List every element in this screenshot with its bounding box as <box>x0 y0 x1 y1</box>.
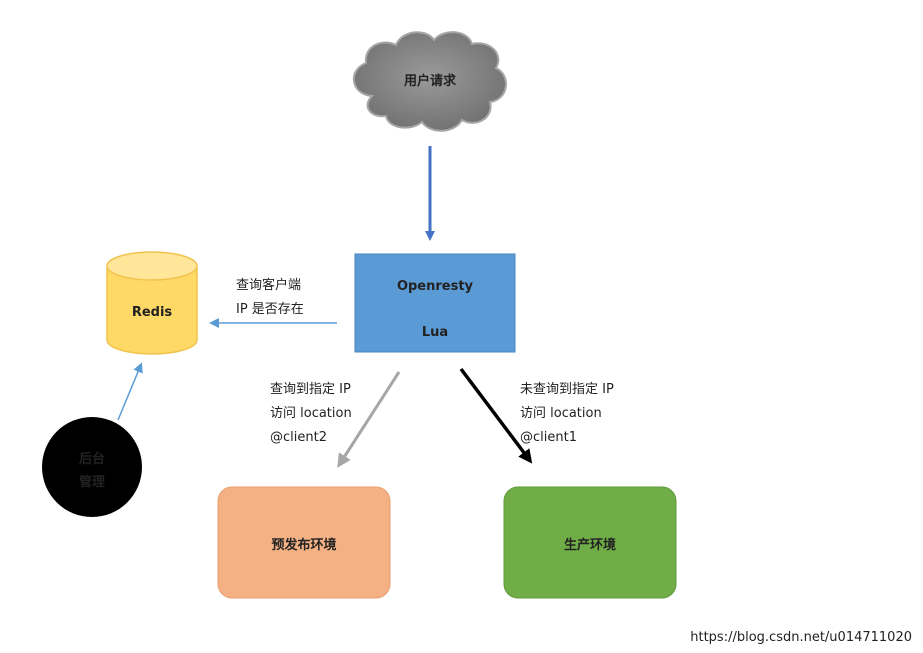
redis-cylinder-body <box>106 265 198 355</box>
cloud-shape <box>352 31 507 132</box>
cloud-label: 用户请求 <box>403 73 457 89</box>
watermark: https://blog.csdn.net/u014711020 <box>690 630 912 645</box>
query-label-line1: 查询客户端 <box>236 277 301 293</box>
prod-box <box>503 486 677 599</box>
redis-cylinder-top <box>106 251 198 281</box>
notfound-label-line3: @client1 <box>520 430 577 445</box>
admin-label-line1: 后台 <box>79 451 105 467</box>
redis-node: Redis <box>106 251 198 355</box>
notfound-label-line2: 访问 location <box>520 406 602 421</box>
admin-label-line2: 管理 <box>79 474 105 490</box>
preprod-box <box>217 486 391 599</box>
found-label-line2: 访问 location <box>270 406 352 421</box>
prod-label: 生产环境 <box>564 537 616 553</box>
found-label-line1: 查询到指定 IP <box>270 382 351 397</box>
openresty-label: Openresty <box>397 279 474 294</box>
arrow-admin-redis <box>117 362 143 421</box>
preprod-label: 预发布环境 <box>271 537 336 553</box>
admin-circle <box>42 417 142 517</box>
lua-label: Lua <box>422 325 448 340</box>
openresty-box <box>354 253 516 353</box>
found-label-line3: @client2 <box>270 430 327 445</box>
arrow-notfound-prod <box>459 367 533 464</box>
notfound-label-line1: 未查询到指定 IP <box>520 382 614 397</box>
openresty-lua-node: Openresty Lua <box>354 253 516 353</box>
user-request-cloud: 用户请求 <box>352 31 507 132</box>
arrow-found-preprod <box>337 371 401 468</box>
redis-label: Redis <box>132 305 173 320</box>
query-label-line2: IP 是否存在 <box>236 302 304 317</box>
prod-node: 生产环境 <box>503 486 677 599</box>
admin-node: 后台 管理 <box>42 417 142 517</box>
preprod-node: 预发布环境 <box>217 486 391 599</box>
